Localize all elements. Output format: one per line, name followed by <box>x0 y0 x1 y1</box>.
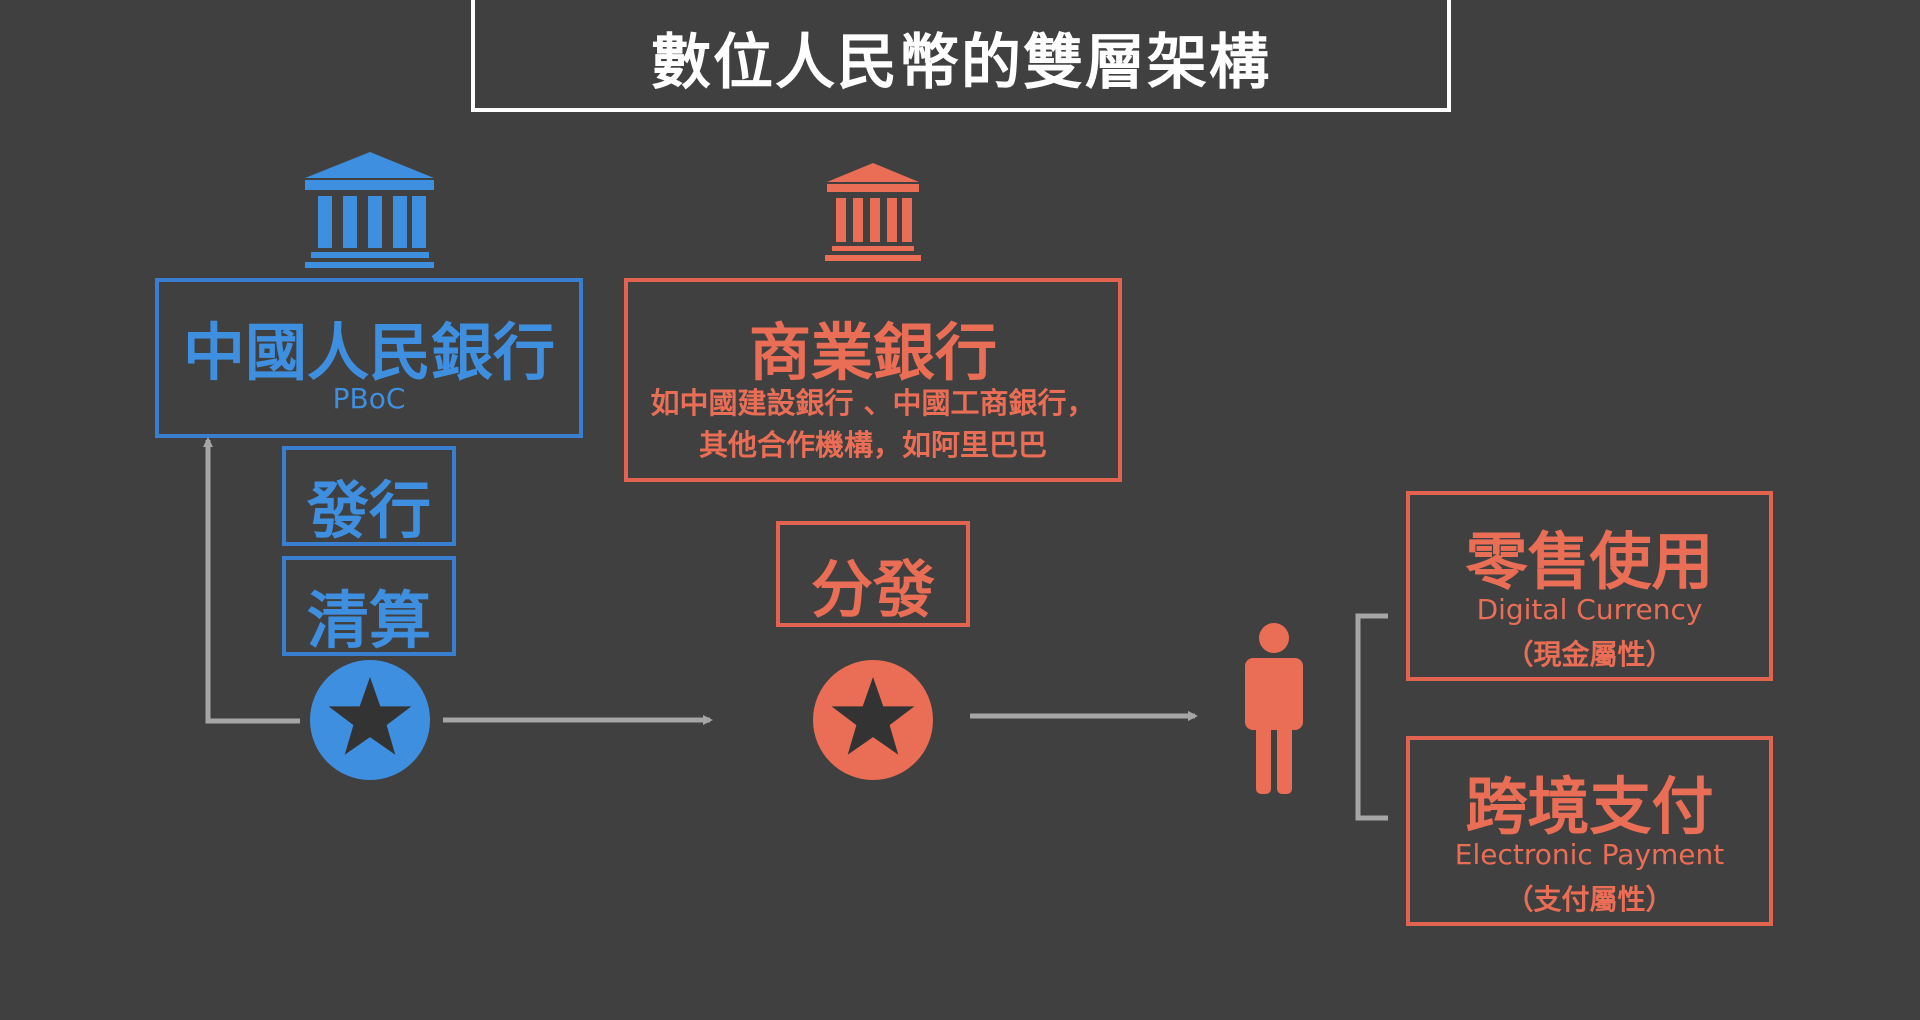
person-icon <box>1245 623 1303 794</box>
retail-use-box: 零售使用 Digital Currency （現金屬性） <box>1406 491 1773 681</box>
title-box: 數位人民幣的雙層架構 <box>471 0 1451 112</box>
cross-border-payment-box: 跨境支付 Electronic Payment （支付屬性） <box>1406 736 1773 926</box>
issue-role-box: 發行 <box>282 446 456 547</box>
central-bank-box: 中國人民銀行 PBoC <box>155 278 583 438</box>
star-icon <box>831 677 915 755</box>
clearing-role-box: 清算 <box>282 556 456 657</box>
commercial-bank-examples-1: 如中國建設銀行 、中國工商銀行， <box>650 386 1096 420</box>
star-icon <box>328 677 412 755</box>
retail-use-name: 零售使用 <box>1465 525 1714 598</box>
digital-rmb-coin-blue <box>310 660 430 780</box>
clearing-role-label: 清算 <box>306 584 431 657</box>
cross-border-payment-name: 跨境支付 <box>1465 770 1714 843</box>
issue-role-label: 發行 <box>306 474 431 547</box>
distribution-label: 分發 <box>810 553 935 626</box>
cross-border-payment-english: Electronic Payment <box>1454 838 1725 871</box>
distribution-box: 分發 <box>776 521 970 627</box>
central-bank-abbr: PBoC <box>332 382 406 415</box>
central-bank-name: 中國人民銀行 <box>182 316 555 389</box>
digital-rmb-coin-red <box>813 660 933 780</box>
cross-border-payment-attribute: （支付屬性） <box>1505 883 1674 916</box>
retail-use-attribute: （現金屬性） <box>1505 638 1674 671</box>
retail-use-english: Digital Currency <box>1476 593 1703 626</box>
feedback-arrow <box>203 437 300 724</box>
commercial-bank-icon <box>825 163 921 261</box>
commercial-bank-name: 商業銀行 <box>748 316 997 389</box>
diagram-title: 數位人民幣的雙層架構 <box>651 28 1271 98</box>
uses-bracket <box>1355 613 1388 821</box>
commercial-bank-examples-2: 其他合作機構，如阿里巴巴 <box>698 428 1047 462</box>
central-bank-icon <box>305 152 434 268</box>
commercial-bank-box: 商業銀行 如中國建設銀行 、中國工商銀行， 其他合作機構，如阿里巴巴 <box>624 278 1122 482</box>
